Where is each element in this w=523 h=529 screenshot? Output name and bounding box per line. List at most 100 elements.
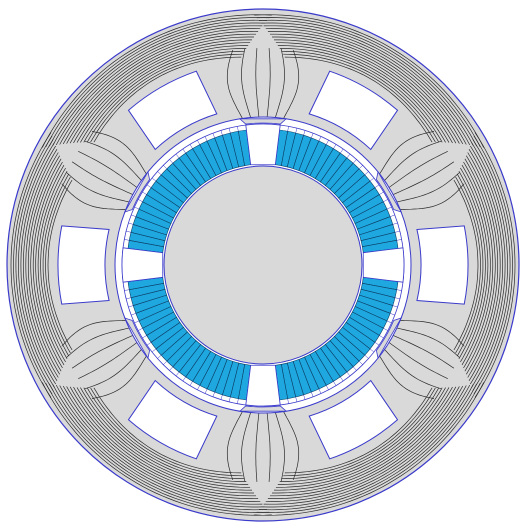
flux-line [83, 387, 247, 482]
mesh-tick [146, 342, 152, 346]
flux-line [42, 173, 70, 357]
flux-line [379, 355, 435, 399]
mesh-tick [326, 385, 329, 390]
flux-line [255, 48, 260, 118]
mesh-tick [212, 392, 215, 397]
flux-line [61, 320, 126, 347]
interpole-gap [362, 247, 405, 283]
flux-line [13, 135, 53, 395]
flux-line [25, 152, 59, 378]
mesh-tick [374, 342, 380, 346]
flux-line [27, 155, 61, 375]
flux-line [270, 386, 460, 497]
flux-line [388, 342, 448, 380]
flux-line [15, 139, 54, 391]
mesh-tick [379, 335, 384, 339]
flux-lines [10, 14, 516, 516]
mesh-tick [175, 371, 180, 377]
mesh-tick [358, 360, 363, 365]
mesh-tick [169, 159, 173, 164]
mesh-tick [369, 177, 375, 182]
flux-line [460, 167, 489, 363]
flux-line [283, 49, 300, 119]
mesh-tick [394, 297, 400, 300]
flux-line [61, 183, 126, 210]
flux-line [20, 145, 56, 385]
mesh-tick [340, 148, 344, 154]
flux-line [40, 171, 68, 359]
flux-line [52, 384, 265, 508]
flux-line [281, 387, 440, 480]
flux-line [78, 150, 138, 188]
flux-line [270, 33, 460, 144]
mesh-tick [128, 305, 134, 308]
tooth-tip [123, 317, 151, 360]
mesh-tick [138, 328, 143, 331]
flux-line [76, 387, 251, 488]
mesh-tick [138, 199, 143, 202]
flux-line [22, 149, 58, 381]
flux-line [41, 382, 272, 516]
mesh-tick [383, 328, 388, 331]
flux-line [471, 142, 508, 388]
stator-slot [308, 70, 399, 151]
flux-line [461, 164, 491, 366]
flux-line [10, 132, 52, 398]
mesh-tick [346, 371, 351, 377]
flux-line [396, 172, 460, 203]
flux-line [71, 335, 133, 369]
flux-line [277, 387, 446, 485]
flux-line [467, 152, 501, 378]
mesh-tick [126, 297, 132, 300]
flux-line [66, 172, 130, 203]
flux-line [464, 158, 496, 372]
mesh-tick [212, 133, 215, 138]
flux-line [47, 179, 73, 351]
mesh-tick [146, 184, 152, 188]
flux-line [384, 349, 442, 390]
mesh-tick [353, 366, 357, 371]
mesh-tick [295, 396, 298, 402]
flux-line [258, 19, 478, 147]
flux-line [463, 161, 494, 369]
mesh-tick [142, 191, 147, 195]
flux-line [93, 56, 242, 143]
mesh-tick [311, 392, 314, 397]
flux-line [18, 142, 55, 388]
tooth-tip [238, 405, 288, 412]
mesh-tick [163, 165, 168, 170]
mesh-tick [353, 159, 357, 164]
mesh-tick [237, 398, 239, 404]
flux-line [473, 135, 513, 395]
tooth-tip [238, 118, 288, 125]
flux-line [90, 53, 243, 143]
flux-line [32, 161, 63, 369]
mesh-tick [374, 184, 380, 188]
flux-line [468, 149, 504, 381]
flux-line [80, 387, 249, 485]
flux-line [55, 25, 263, 146]
mesh-tick [303, 394, 306, 400]
mesh-tick [386, 320, 392, 324]
flux-line [275, 48, 285, 118]
flux-line [45, 17, 270, 148]
mesh-tick [287, 126, 289, 132]
stator-slot [127, 379, 218, 460]
flux-line [470, 145, 506, 385]
flux-line [266, 412, 271, 482]
flux-line [41, 14, 272, 148]
flux-line [265, 385, 467, 502]
flux-line [91, 131, 147, 175]
mesh-tick [369, 348, 375, 353]
flux-line [69, 36, 254, 144]
flux-line [84, 140, 142, 181]
flux-line [284, 56, 433, 143]
flux-line [226, 411, 243, 481]
mesh-tick [151, 348, 157, 353]
mesh-tick [157, 171, 162, 175]
mesh-tick [175, 153, 180, 159]
flux-line [59, 28, 261, 145]
rotor-core [163, 165, 363, 365]
flux-line [275, 412, 285, 482]
